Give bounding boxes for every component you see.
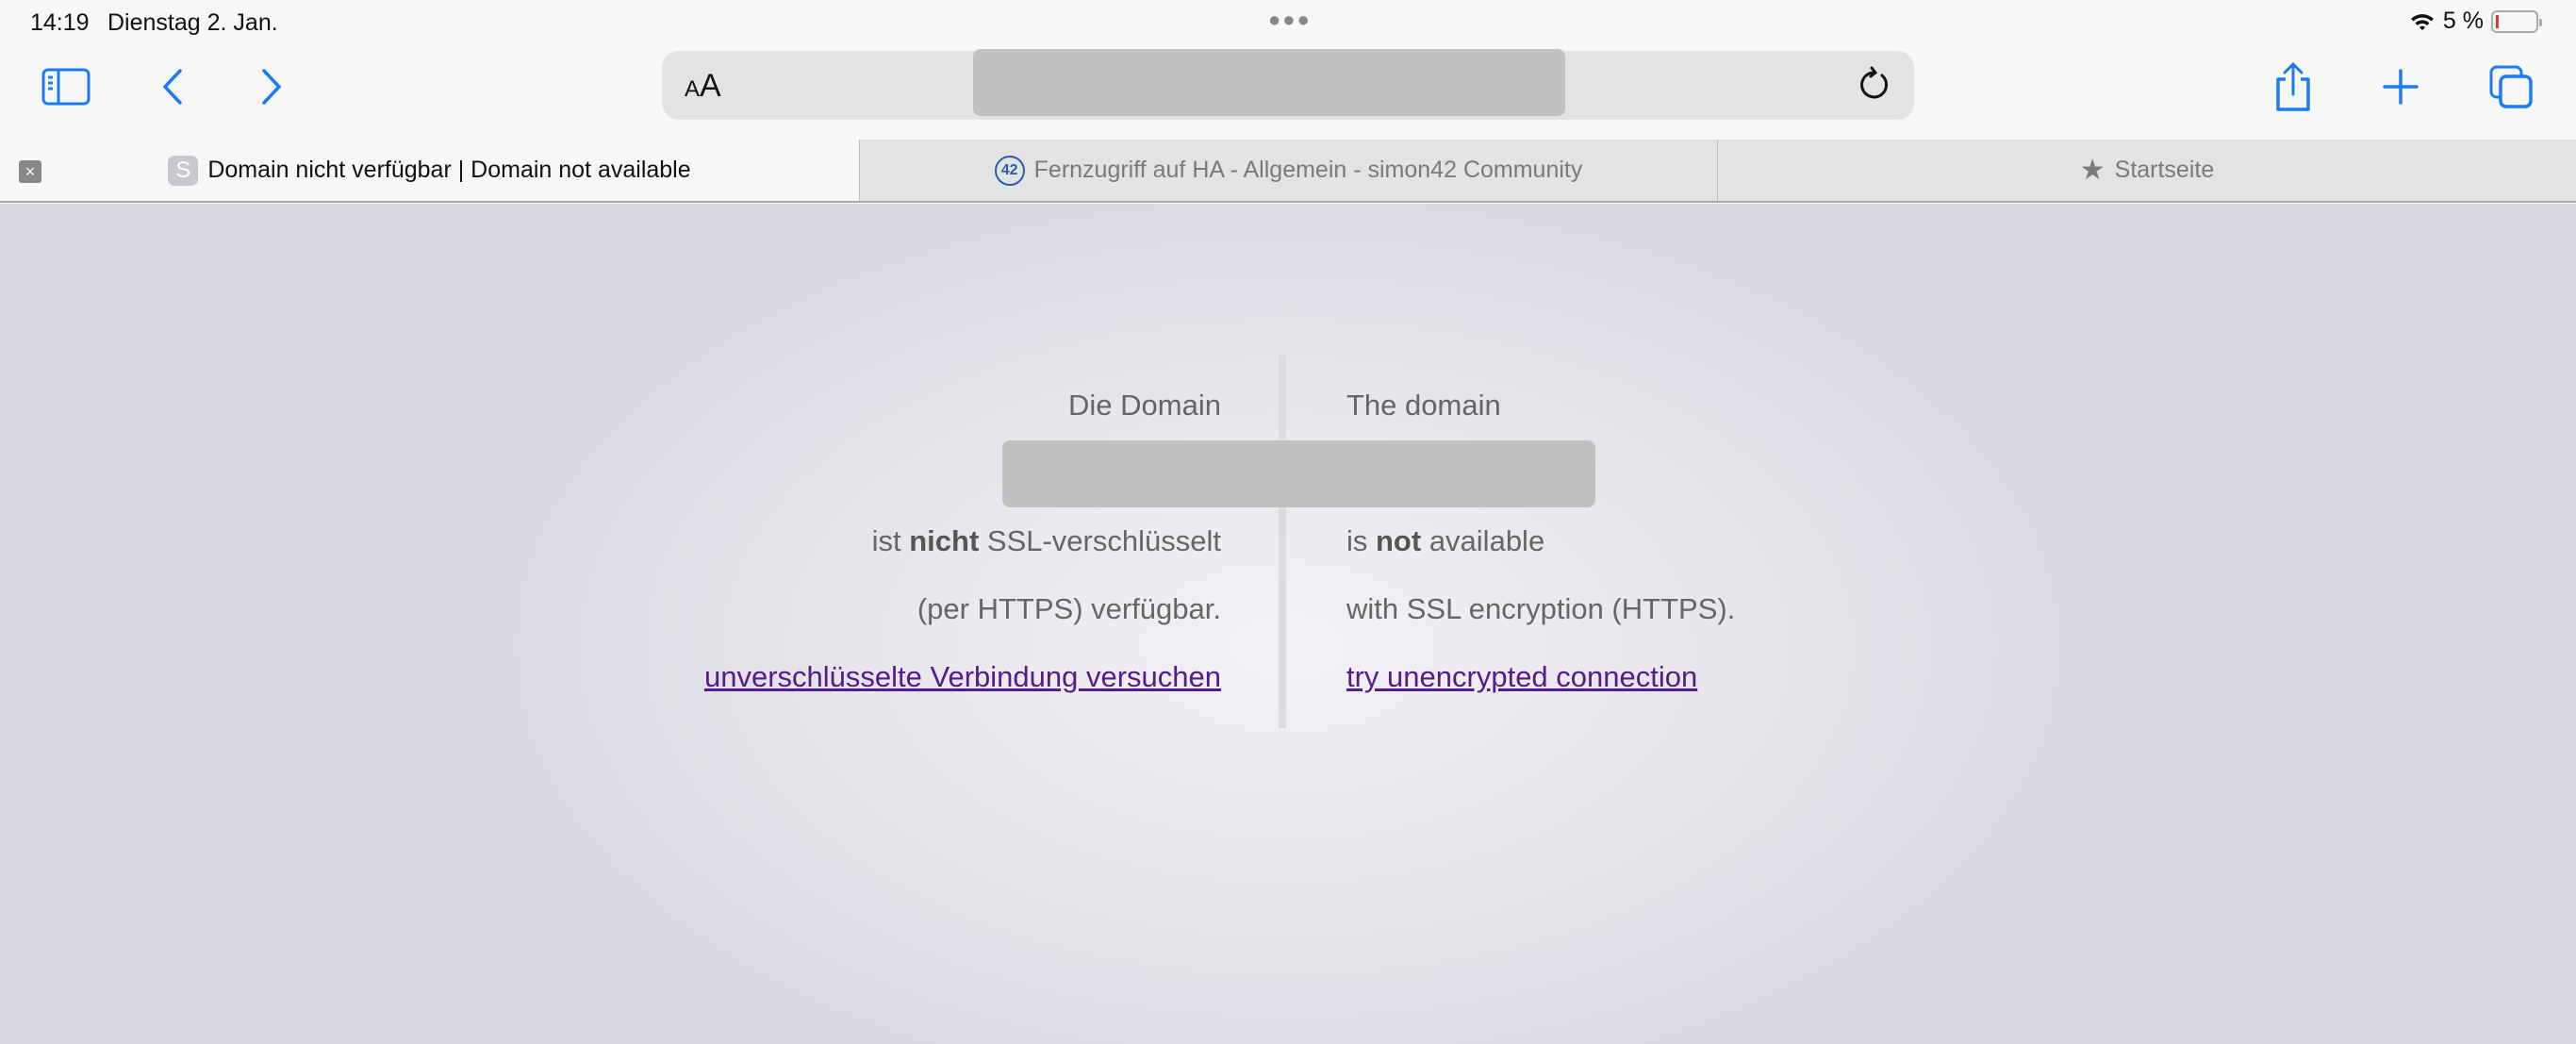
- en-line-2: is not available: [1346, 524, 1545, 557]
- redacted-url: [973, 49, 1565, 116]
- tab-domain-not-available[interactable]: × S Domain nicht verfügbar | Domain not …: [0, 140, 859, 201]
- tab-simon42-community[interactable]: 42 Fernzugriff auf HA - Allgemein - simo…: [859, 140, 1717, 201]
- tab-title: Fernzugriff auf HA - Allgemein - simon42…: [1033, 157, 1583, 183]
- de-line-1: Die Domain: [1068, 389, 1221, 422]
- tab-startseite[interactable]: ★ Startseite: [1717, 140, 2576, 201]
- tab-title: Startseite: [2114, 157, 2215, 183]
- status-date: Dienstag 2. Jan.: [107, 9, 278, 36]
- try-unencrypted-link-en[interactable]: try unencrypted connection: [1346, 660, 1698, 693]
- de-link-row: unverschlüsselte Verbindung versuchen: [704, 660, 1221, 694]
- sidebar-icon: [41, 68, 91, 106]
- redacted-domain: [1002, 440, 1595, 507]
- tab-bar: × S Domain nicht verfügbar | Domain not …: [0, 140, 2576, 203]
- battery-icon: [2491, 9, 2542, 33]
- share-icon: [2276, 62, 2310, 111]
- favicon-s-icon: S: [168, 155, 199, 186]
- wifi-icon: [2410, 13, 2434, 30]
- sidebar-toggle-button[interactable]: [40, 60, 92, 113]
- en-line-3: with SSL encryption (HTTPS).: [1346, 592, 1736, 625]
- plus-icon: [2383, 69, 2419, 105]
- tab-overview-button[interactable]: [2485, 60, 2537, 113]
- status-bar: 14:19 Dienstag 2. Jan. ●●● 5 %: [0, 0, 2576, 43]
- address-bar[interactable]: AA: [662, 49, 1914, 120]
- star-icon: ★: [2079, 155, 2105, 186]
- page-content: Die Domain The domain ist nicht SSL-vers…: [0, 204, 2576, 1044]
- de-line-3: (per HTTPS) verfügbar.: [916, 592, 1221, 625]
- reload-icon[interactable]: [1856, 66, 1893, 104]
- close-tab-icon[interactable]: ×: [19, 160, 41, 183]
- chevron-left-icon: [162, 69, 182, 105]
- tab-title: Domain nicht verfügbar | Domain not avai…: [207, 157, 691, 183]
- de-line-2: ist nicht SSL-verschlüsselt: [871, 524, 1221, 557]
- forward-button[interactable]: [245, 60, 298, 113]
- en-link-row: try unencrypted connection: [1346, 660, 1697, 694]
- en-line-1: The domain: [1346, 389, 1501, 422]
- try-unencrypted-link-de[interactable]: unverschlüsselte Verbindung versuchen: [703, 660, 1221, 693]
- battery-percent: 5 %: [2442, 8, 2484, 34]
- share-button[interactable]: [2267, 60, 2320, 113]
- chevron-right-icon: [262, 69, 282, 105]
- new-tab-button[interactable]: [2374, 60, 2427, 113]
- favicon-simon42-icon: 42: [994, 155, 1025, 186]
- column-divider: [1279, 356, 1286, 728]
- status-time: 14:19: [30, 9, 90, 36]
- multitasking-dots-icon[interactable]: ●●●: [1268, 8, 1312, 31]
- back-button[interactable]: [146, 60, 199, 113]
- tabs-icon: [2489, 65, 2533, 108]
- reader-options-button[interactable]: AA: [685, 68, 721, 104]
